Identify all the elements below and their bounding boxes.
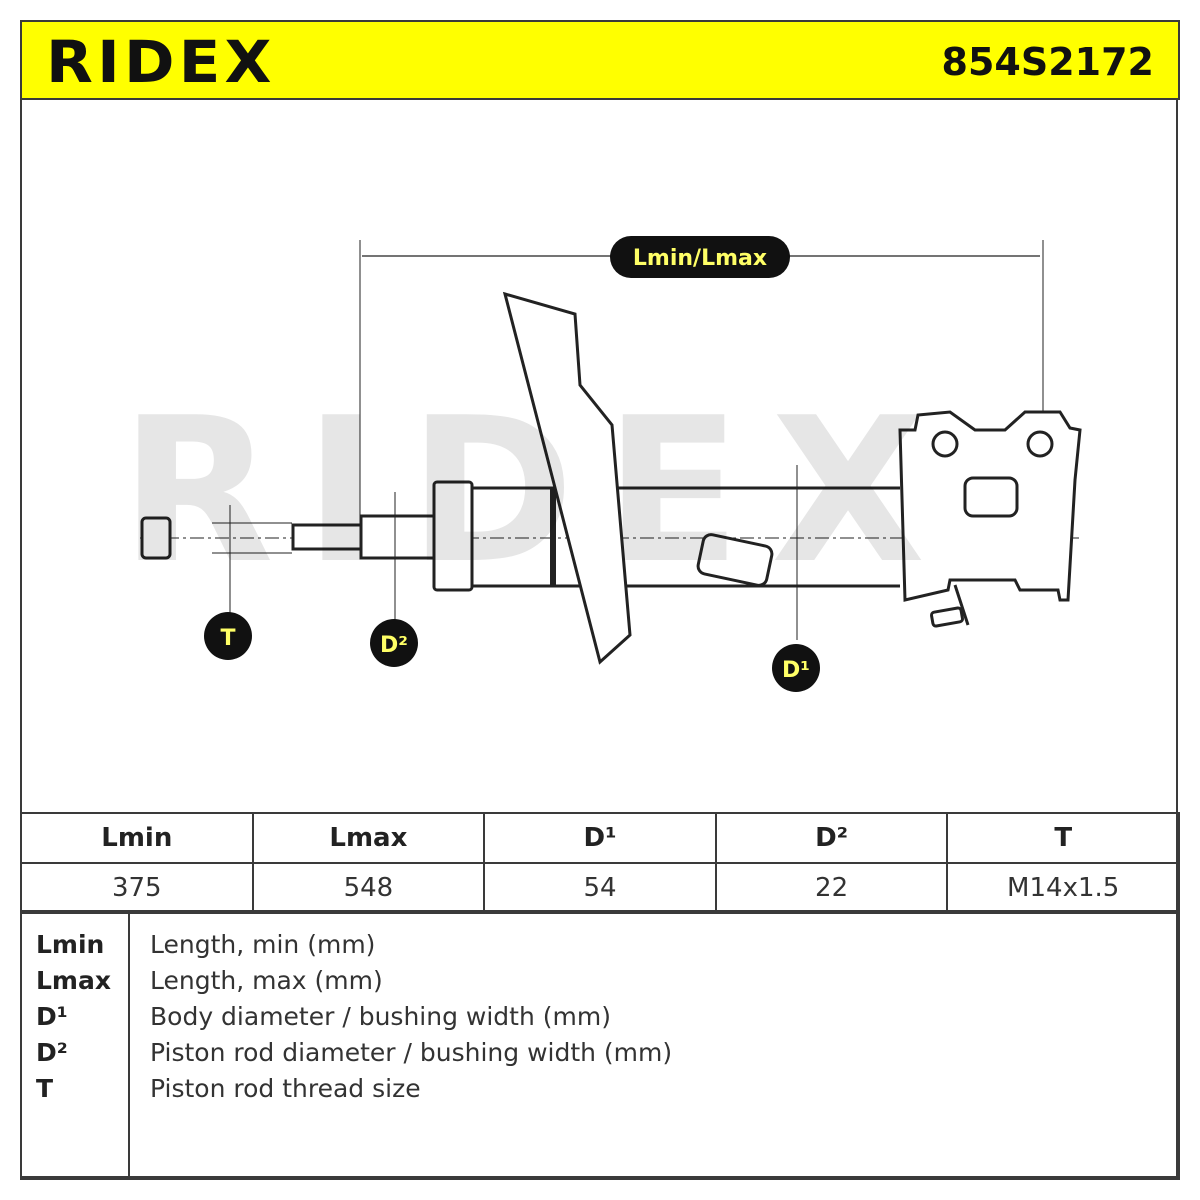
dimension-label-length: Lmin/Lmax <box>610 236 790 278</box>
watermark: RIDEX <box>120 375 955 608</box>
value-t: M14x1.5 <box>946 862 1180 914</box>
value-lmax: 548 <box>251 862 486 914</box>
value-lmin: 375 <box>20 862 254 914</box>
shock-absorber-diagram: RIDEX Lmin/Lmax T D² D¹ <box>120 236 1082 692</box>
dimension-label-t: T <box>204 612 252 660</box>
svg-text:T: T <box>220 626 235 651</box>
value-d1: 54 <box>483 862 717 914</box>
header-d1: D¹ <box>483 812 717 864</box>
part-number: 854S2172 <box>941 40 1154 84</box>
svg-text:D¹: D¹ <box>782 658 810 683</box>
header-t: T <box>946 812 1180 864</box>
spec-header-row: Lmin Lmax D¹ D² T <box>20 812 1180 864</box>
spec-table: Lmin Lmax D¹ D² T 375 548 54 22 M14x1.5 <box>20 812 1180 914</box>
svg-text:Lmin/Lmax: Lmin/Lmax <box>633 246 767 271</box>
header-lmax: Lmax <box>251 812 486 864</box>
value-d2: 22 <box>714 862 949 914</box>
header-d2: D² <box>714 812 949 864</box>
header-bar: RIDEX 854S2172 <box>20 20 1180 100</box>
svg-text:D²: D² <box>380 633 408 658</box>
brand-logo: RIDEX <box>46 28 276 96</box>
spec-value-row: 375 548 54 22 M14x1.5 <box>20 862 1180 914</box>
dimension-label-d2: D² <box>370 619 418 667</box>
dimension-label-d1: D¹ <box>772 644 820 692</box>
legend-divider <box>128 912 130 1178</box>
header-lmin: Lmin <box>20 812 254 864</box>
